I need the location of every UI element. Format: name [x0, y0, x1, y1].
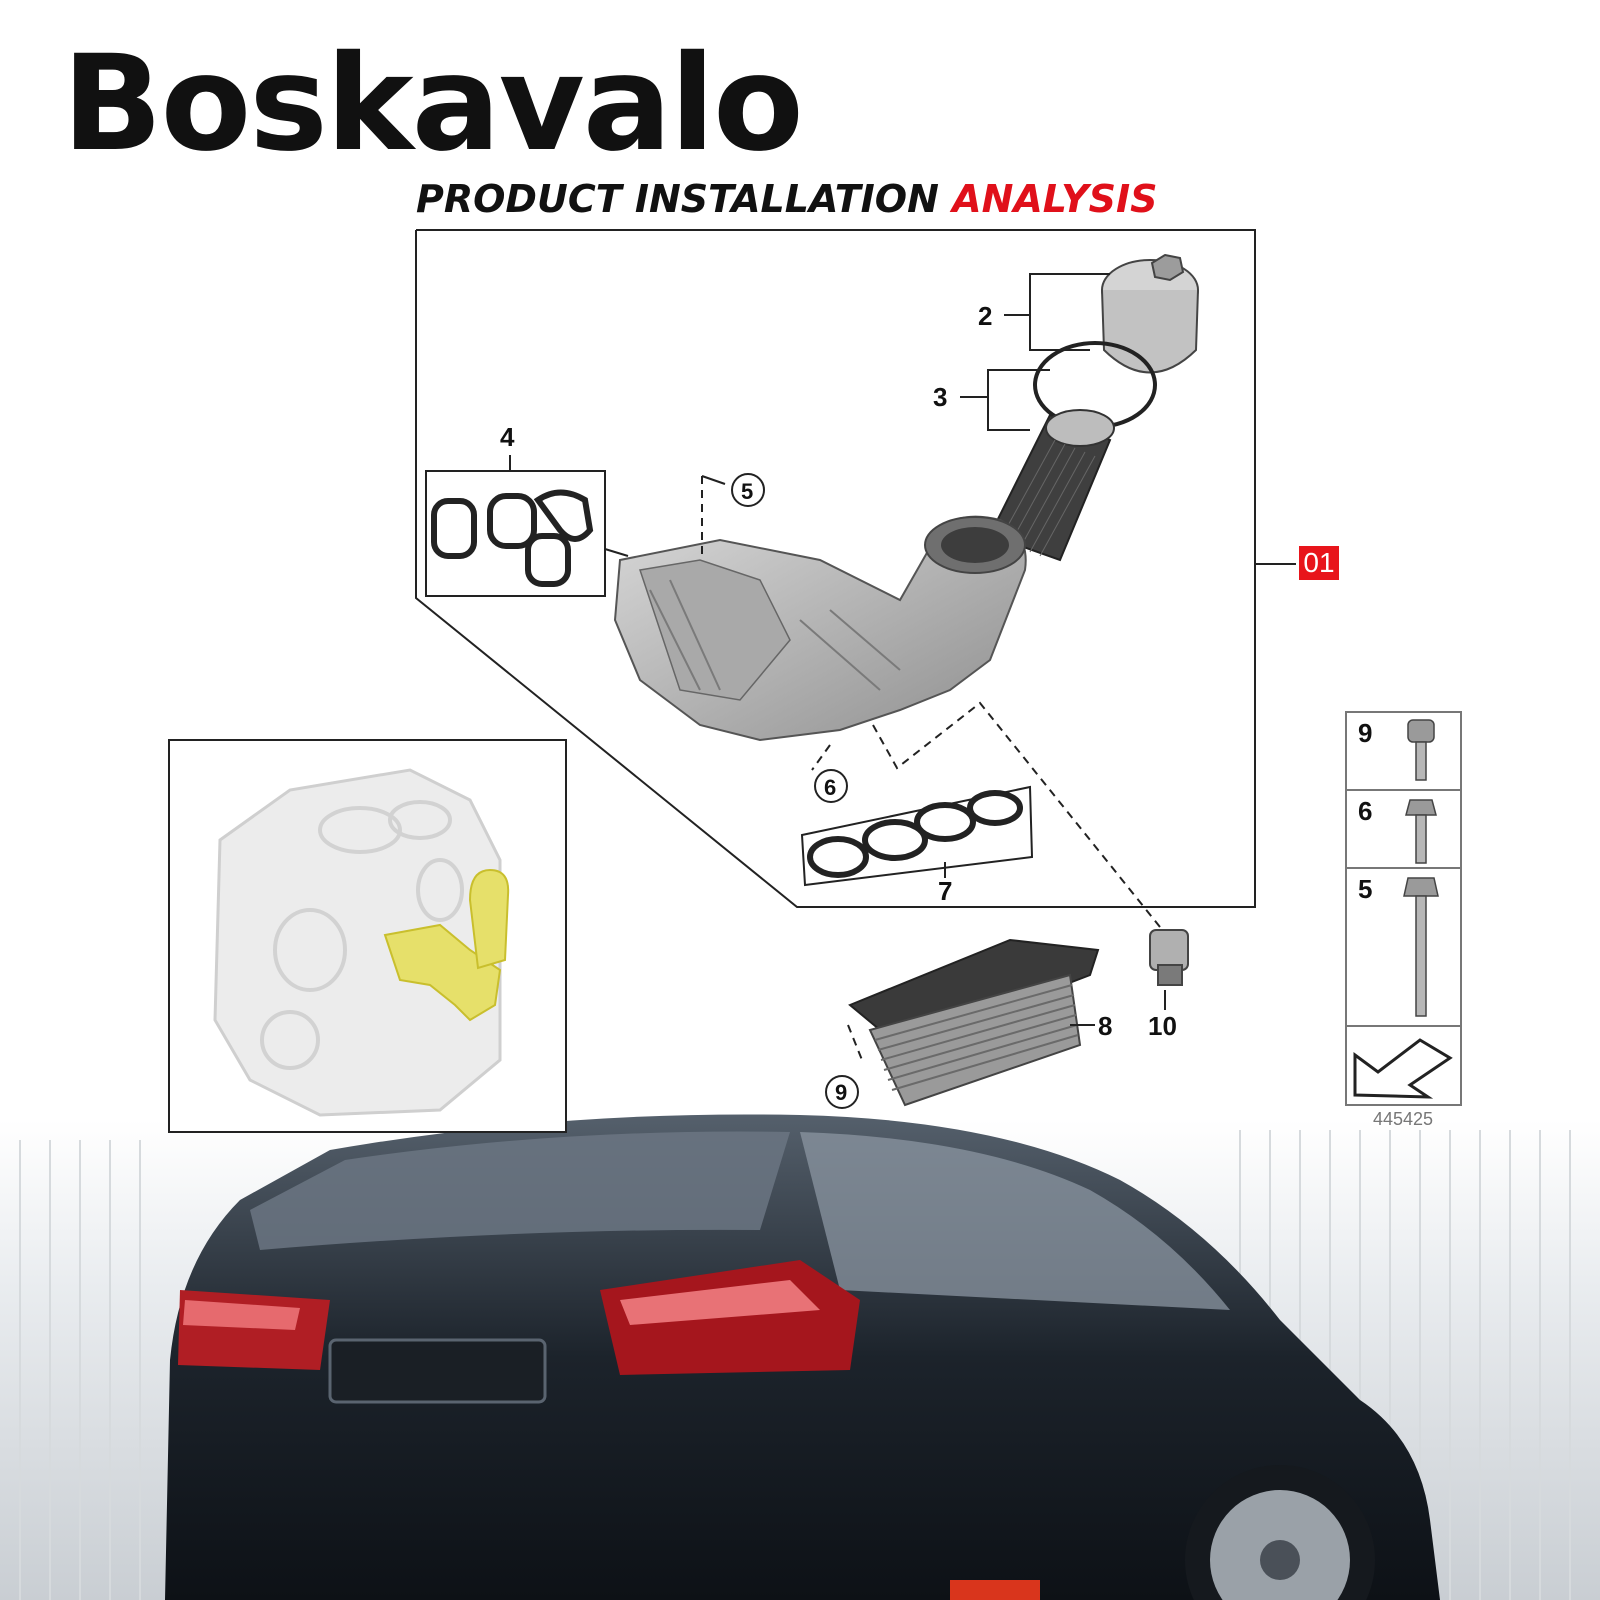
- brand-logo: Boskavalo: [62, 27, 804, 181]
- callout-2: 2: [978, 301, 992, 331]
- callout-5: 5: [741, 479, 753, 504]
- legend-5: 5: [1358, 874, 1372, 904]
- callout-3: 3: [933, 382, 947, 412]
- fastener-legend: [1345, 711, 1462, 1106]
- callout-10: 10: [1148, 1011, 1177, 1041]
- legend-6: 6: [1358, 796, 1372, 826]
- callout-6: 6: [824, 775, 836, 800]
- page-heading: PRODUCT INSTALLATION ANALYSIS: [416, 180, 1157, 218]
- oil-filter-housing-part: [613, 515, 1027, 742]
- engine-illustration: [213, 768, 510, 1117]
- filter-element-part: [988, 409, 1115, 562]
- oil-sensor-part: [1149, 929, 1189, 986]
- callout-8: 8: [1098, 1011, 1112, 1041]
- legend-9: 9: [1358, 718, 1372, 748]
- callout-9: 9: [835, 1080, 847, 1105]
- gasket-set-4: [431, 489, 594, 587]
- heading-highlight: ANALYSIS: [952, 177, 1158, 221]
- assembly-label: 01: [1299, 546, 1339, 580]
- callout-7: 7: [938, 876, 952, 906]
- car-photo: [0, 1114, 1600, 1600]
- assembly-outline: [415, 229, 1256, 908]
- filter-cap-part: [1101, 253, 1199, 374]
- callout-4: 4: [500, 422, 515, 452]
- gasket-set-7: [807, 790, 1023, 878]
- oil-cooler-part: [848, 938, 1100, 1107]
- heading-main: PRODUCT INSTALLATION: [416, 177, 939, 221]
- reference-number: 445425: [1373, 1109, 1434, 1129]
- highlighted-housing: [383, 868, 510, 1022]
